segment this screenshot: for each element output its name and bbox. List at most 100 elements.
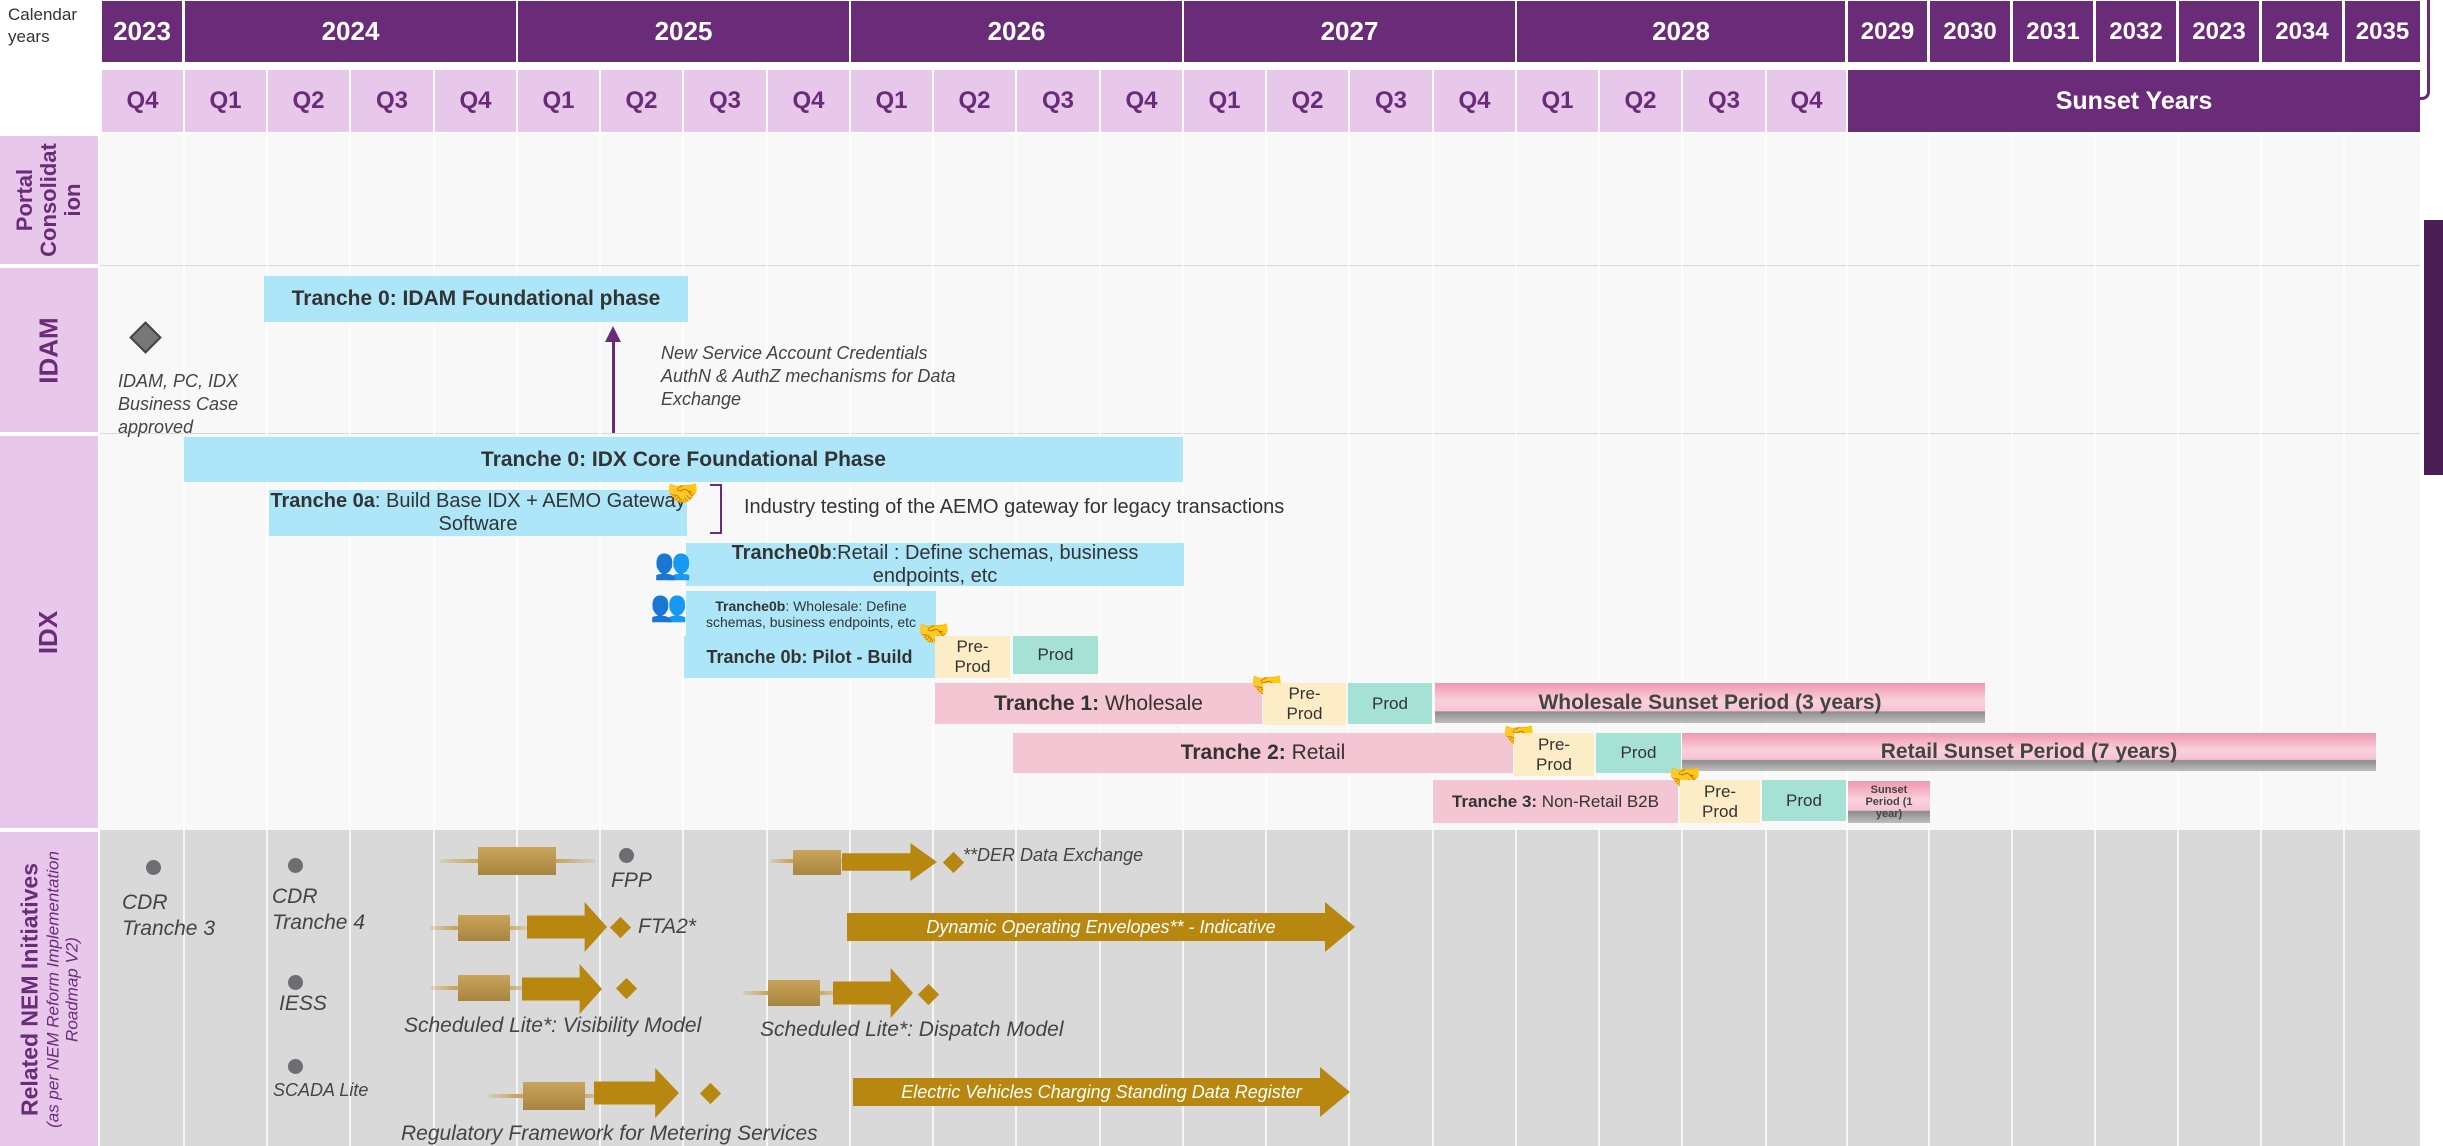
tranche-3-text: Non-Retail B2B	[1537, 791, 1659, 811]
year-header-2029: 2029	[1848, 1, 1927, 62]
idam-tranche0-bar: Tranche 0: IDAM Foundational phase	[264, 276, 688, 322]
tranche-3-bar: Tranche 3: Non-Retail B2B	[1433, 780, 1678, 823]
calendar-years-label: Calendar years	[8, 5, 77, 46]
handshake-icon: 🤝	[666, 478, 700, 508]
year-header-2024: 2024	[185, 1, 516, 62]
fpp-label: FPP	[611, 869, 652, 892]
quarter-header-cell: Q4	[435, 70, 516, 132]
sunset-years-header: Sunset Years	[1848, 70, 2420, 132]
year-header-2034: 2034	[2262, 1, 2342, 62]
grid-line	[1182, 134, 1184, 1146]
quarter-header-cell: Q2	[934, 70, 1015, 132]
pilot-preprod-box: Pre-Prod	[935, 636, 1010, 678]
grid-line	[682, 134, 684, 1146]
row-label-idx-text: IDX	[33, 610, 64, 654]
metering-lead-bar	[523, 1082, 585, 1110]
grid-line	[1846, 134, 1848, 1146]
tranche-1-prod-box: Prod	[1348, 683, 1432, 724]
quarter-header-cell: Q1	[1184, 70, 1265, 132]
grid-line	[1928, 134, 1930, 1146]
grid-line	[2343, 134, 2345, 1146]
quarter-header-cell: Q3	[1350, 70, 1432, 132]
der-lead-bar	[793, 850, 841, 875]
tranche-3-preprod-box: Pre-Prod	[1680, 780, 1760, 823]
row-label-idx: IDX	[0, 436, 98, 828]
quarter-header-cell: Q2	[601, 70, 682, 132]
metering-label: Regulatory Framework for Metering Servic…	[401, 1122, 818, 1145]
credentials-note: New Service Account Credentials AuthN & …	[661, 343, 956, 409]
industry-testing-bracket	[710, 484, 722, 534]
quarter-header-cell: Q4	[102, 70, 183, 132]
tranche-2-preprod-box: Pre-Prod	[1514, 733, 1594, 776]
pilot-prod-box: Prod	[1013, 636, 1098, 674]
tranche-0b-wholesale-text: : Wholesale: Define schemas, business en…	[705, 598, 917, 630]
row-label-nem-subtitle: (as per NEM Reform Implementation Roadma…	[43, 850, 82, 1128]
tranche-3-bold: Tranche 3:	[1452, 791, 1538, 811]
cdr-tranche-3-dot	[146, 860, 161, 875]
fta2-lead-bar	[458, 915, 510, 941]
year-header-2027: 2027	[1184, 1, 1515, 62]
grid-line	[1681, 134, 1683, 1146]
row-label-portal: Portal Consolidat ion	[0, 136, 98, 264]
cdr-tranche-4-label: CDR Tranche 4	[272, 885, 365, 934]
grid-line	[349, 134, 351, 1146]
grid-line	[1765, 134, 1767, 1146]
grid-line	[433, 134, 435, 1146]
year-header-2028: 2028	[1517, 1, 1845, 62]
cdr-tranche-4-dot	[288, 858, 303, 873]
year-header-2026: 2026	[851, 1, 1182, 62]
tranche-2-prod-box: Prod	[1596, 733, 1681, 773]
quarter-header-cell: Q4	[1101, 70, 1182, 132]
grid-line	[516, 134, 518, 1146]
grid-line	[266, 134, 268, 1146]
quarter-header-cell: Q2	[1600, 70, 1681, 132]
fpp-dot	[619, 848, 634, 863]
tranche-0a-text: : Build Base IDX + AEMO Gateway Software	[374, 490, 686, 535]
tranche-0b-wholesale-bar: Tranche0b: Wholesale: Define schemas, bu…	[686, 591, 936, 637]
grid-line	[1432, 134, 1434, 1146]
quarter-header-cell: Q4	[1767, 70, 1846, 132]
der-label: **DER Data Exchange	[963, 845, 1144, 865]
grid-line	[1598, 134, 1600, 1146]
tranche-0b-retail-bar: Tranche0b:Retail : Define schemas, busin…	[686, 541, 1184, 587]
year-header-2032: 2032	[2096, 1, 2176, 62]
quarter-header-cell: Q3	[1017, 70, 1099, 132]
row-separator	[100, 265, 2420, 266]
row-label-idam-text: IDAM	[33, 316, 64, 384]
quarter-header-cell: Q3	[351, 70, 433, 132]
quarter-header-cell: Q3	[684, 70, 766, 132]
tranche-3-prod-box: Prod	[1762, 780, 1846, 821]
tranche-1-preprod-box: Pre-Prod	[1263, 683, 1346, 725]
grid-line	[1265, 134, 1267, 1146]
row-label-nem-title: Related NEM Initiatives	[16, 862, 43, 1116]
quarter-header-cell: Q3	[1683, 70, 1765, 132]
industry-testing-note: Industry testing of the AEMO gateway for…	[744, 496, 1285, 518]
tranche-2-bar: Tranche 2: Retail	[1013, 733, 1513, 773]
visibility-lead-bar	[458, 975, 510, 1001]
retail-sunset-bar: Retail Sunset Period (7 years)	[1682, 733, 2376, 771]
year-header-2023b: 2023	[2179, 1, 2259, 62]
quarter-header-cell: Q1	[1517, 70, 1598, 132]
tranche-0b-retail-bold: Tranche0b	[731, 541, 832, 564]
tranche-3-sunset-box: Sunset Period (1 year)	[1848, 781, 1930, 823]
people-group-icon: 👥	[654, 548, 692, 581]
dispatch-lead-bar	[768, 980, 820, 1006]
grid-line	[2177, 134, 2179, 1146]
idam-arrow-head	[605, 326, 621, 342]
portal-row-bg	[100, 134, 2420, 266]
grid-line	[2260, 134, 2262, 1146]
grid-line	[183, 134, 185, 1146]
row-label-idam: IDAM	[0, 268, 98, 432]
right-edge-bracket	[2420, 0, 2430, 100]
cdr-tranche-3-label: CDR Tranche 3	[122, 891, 215, 940]
scada-lite-dot	[288, 1059, 303, 1074]
year-header-2025: 2025	[518, 1, 849, 62]
quarter-header-cell: Q4	[768, 70, 849, 132]
tranche-0b-wholesale-bold: Tranche0b	[715, 598, 786, 614]
tranche-1-bar: Tranche 1: Wholesale	[935, 683, 1262, 724]
idx-core-bar: Tranche 0: IDX Core Foundational Phase	[184, 437, 1183, 482]
quarter-header-cell: Q4	[1434, 70, 1515, 132]
quarter-header-cell: Q1	[518, 70, 599, 132]
year-header-2030: 2030	[1930, 1, 2010, 62]
row-separator	[100, 433, 2420, 434]
